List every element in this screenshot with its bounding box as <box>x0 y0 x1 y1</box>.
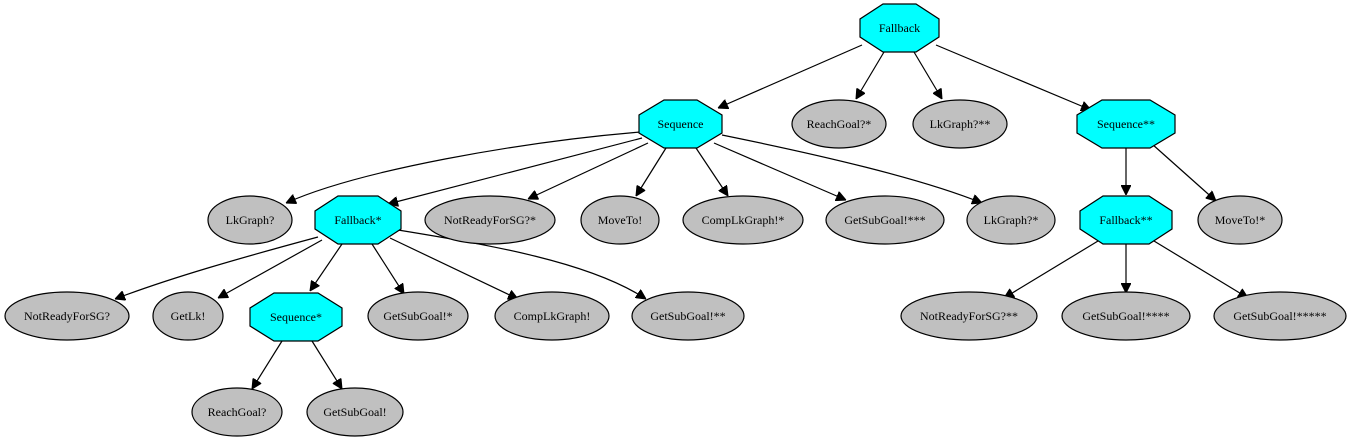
edge-fallback-star-to-getsubgoal-star <box>371 243 404 294</box>
node-sequence-2star[interactable]: Sequence** <box>1076 99 1176 149</box>
edge-fallback-to-lkgraph-2star <box>913 51 942 99</box>
node-moveto-label: MoveTo! <box>598 213 642 227</box>
node-notready-2star[interactable]: NotReadyForSG?** <box>900 291 1038 341</box>
edge-fallback2-to-getsubgoal-5star <box>1153 240 1248 298</box>
edge-fallback-to-sequence <box>718 44 863 108</box>
node-reachgoal-star[interactable]: ReachGoal?* <box>791 99 887 149</box>
node-sequence-star[interactable]: Sequence* <box>249 292 343 342</box>
node-moveto-star-label: MoveTo!* <box>1215 213 1265 227</box>
node-notready-q[interactable]: NotReadyForSG? <box>4 291 130 341</box>
edges <box>115 44 1248 389</box>
node-sequence-star-label: Sequence* <box>270 310 322 324</box>
node-getsubgoal-4star[interactable]: GetSubGoal!**** <box>1061 291 1191 341</box>
node-getsubgoal-4star-label: GetSubGoal!**** <box>1082 309 1169 323</box>
node-sequence-label: Sequence <box>658 117 704 131</box>
edge-sequence-to-notready-star <box>528 142 649 199</box>
node-complkgraph-label: CompLkGraph! <box>514 309 591 323</box>
edge-fallback-star-to-sequence-star <box>310 243 343 291</box>
node-lkgraph-q-label: LkGraph? <box>226 213 275 227</box>
node-sequence-2star-label: Sequence** <box>1097 117 1155 131</box>
node-getsubgoal[interactable]: GetSubGoal! <box>306 387 404 437</box>
edge-fallback-to-reachgoal-star <box>856 51 885 99</box>
edge-fallback-star-to-getsubgoal-2star <box>397 229 646 299</box>
node-complkgraph[interactable]: CompLkGraph! <box>494 291 610 341</box>
node-notready-2star-label: NotReadyForSG?** <box>920 309 1018 323</box>
edge-fallback-star-to-getlk <box>218 239 323 298</box>
node-notready-star[interactable]: NotReadyForSG?* <box>424 195 556 245</box>
node-reachgoal-star-label: ReachGoal?* <box>807 117 872 131</box>
node-fallback-root-label: Fallback <box>879 21 920 35</box>
node-complkgraph-star[interactable]: CompLkGraph!* <box>682 195 804 245</box>
edge-sequence-star-to-getsubgoal <box>311 340 342 389</box>
node-getsubgoal-2star[interactable]: GetSubGoal!** <box>631 291 745 341</box>
edge-fallback-star-to-notready-q <box>115 236 319 299</box>
node-moveto-star[interactable]: MoveTo!* <box>1197 195 1283 245</box>
edge-fallback-star-to-complkgraph <box>389 237 518 299</box>
edge-sequence-to-lkgraph-q <box>286 131 641 203</box>
node-reachgoal-q[interactable]: ReachGoal? <box>191 387 283 437</box>
node-fallback-root[interactable]: Fallback <box>859 3 940 53</box>
node-complkgraph-star-label: CompLkGraph!* <box>702 213 785 227</box>
control-nodes: Fallback Sequence Sequence** Fallback* F… <box>249 3 1176 342</box>
edge-fallback2-to-notready-2star <box>1004 240 1099 298</box>
node-getsubgoal-label: GetSubGoal! <box>323 405 386 419</box>
node-reachgoal-q-label: ReachGoal? <box>208 405 267 419</box>
edge-sequence-to-lkgraph-star <box>721 134 982 203</box>
edge-sequence2-to-moveto-star <box>1151 143 1216 201</box>
edge-sequence-star-to-reachgoal-q <box>252 340 283 389</box>
node-lkgraph-star[interactable]: LkGraph?* <box>966 195 1056 245</box>
leaf-nodes: ReachGoal?* LkGraph?** LkGraph? NotReady… <box>4 99 1347 437</box>
node-sequence[interactable]: Sequence <box>638 99 723 149</box>
node-moveto[interactable]: MoveTo! <box>580 195 660 245</box>
node-fallback-2star[interactable]: Fallback** <box>1079 195 1173 245</box>
node-lkgraph-star-label: LkGraph?* <box>984 213 1039 227</box>
node-notready-q-label: NotReadyForSG? <box>24 309 110 323</box>
node-getlk[interactable]: GetLk! <box>152 291 224 341</box>
node-getsubgoal-3star[interactable]: GetSubGoal!*** <box>825 195 945 245</box>
node-lkgraph-2star[interactable]: LkGraph?** <box>912 99 1008 149</box>
edge-sequence-to-complkgraph-star <box>695 147 728 196</box>
node-getsubgoal-5star[interactable]: GetSubGoal!***** <box>1213 291 1347 341</box>
node-getlk-label: GetLk! <box>171 309 206 323</box>
node-fallback-star-label: Fallback* <box>334 213 381 227</box>
node-getsubgoal-star[interactable]: GetSubGoal!* <box>367 291 469 341</box>
edge-fallback-to-sequence-2star <box>935 44 1091 110</box>
edge-sequence-to-getsubgoal-3star <box>713 142 846 200</box>
node-getsubgoal-2star-label: GetSubGoal!** <box>650 309 725 323</box>
node-lkgraph-2star-label: LkGraph?** <box>930 117 991 131</box>
edge-sequence-to-moveto <box>636 147 667 196</box>
node-getsubgoal-star-label: GetSubGoal!* <box>383 309 452 323</box>
node-fallback-star[interactable]: Fallback* <box>314 195 402 245</box>
node-fallback-2star-label: Fallback** <box>1099 213 1152 227</box>
edge-sequence-to-fallback-star <box>388 137 643 204</box>
node-lkgraph-q[interactable]: LkGraph? <box>207 195 293 245</box>
node-getsubgoal-3star-label: GetSubGoal!*** <box>844 213 925 227</box>
node-getsubgoal-5star-label: GetSubGoal!***** <box>1233 309 1326 323</box>
node-notready-star-label: NotReadyForSG?* <box>444 213 536 227</box>
